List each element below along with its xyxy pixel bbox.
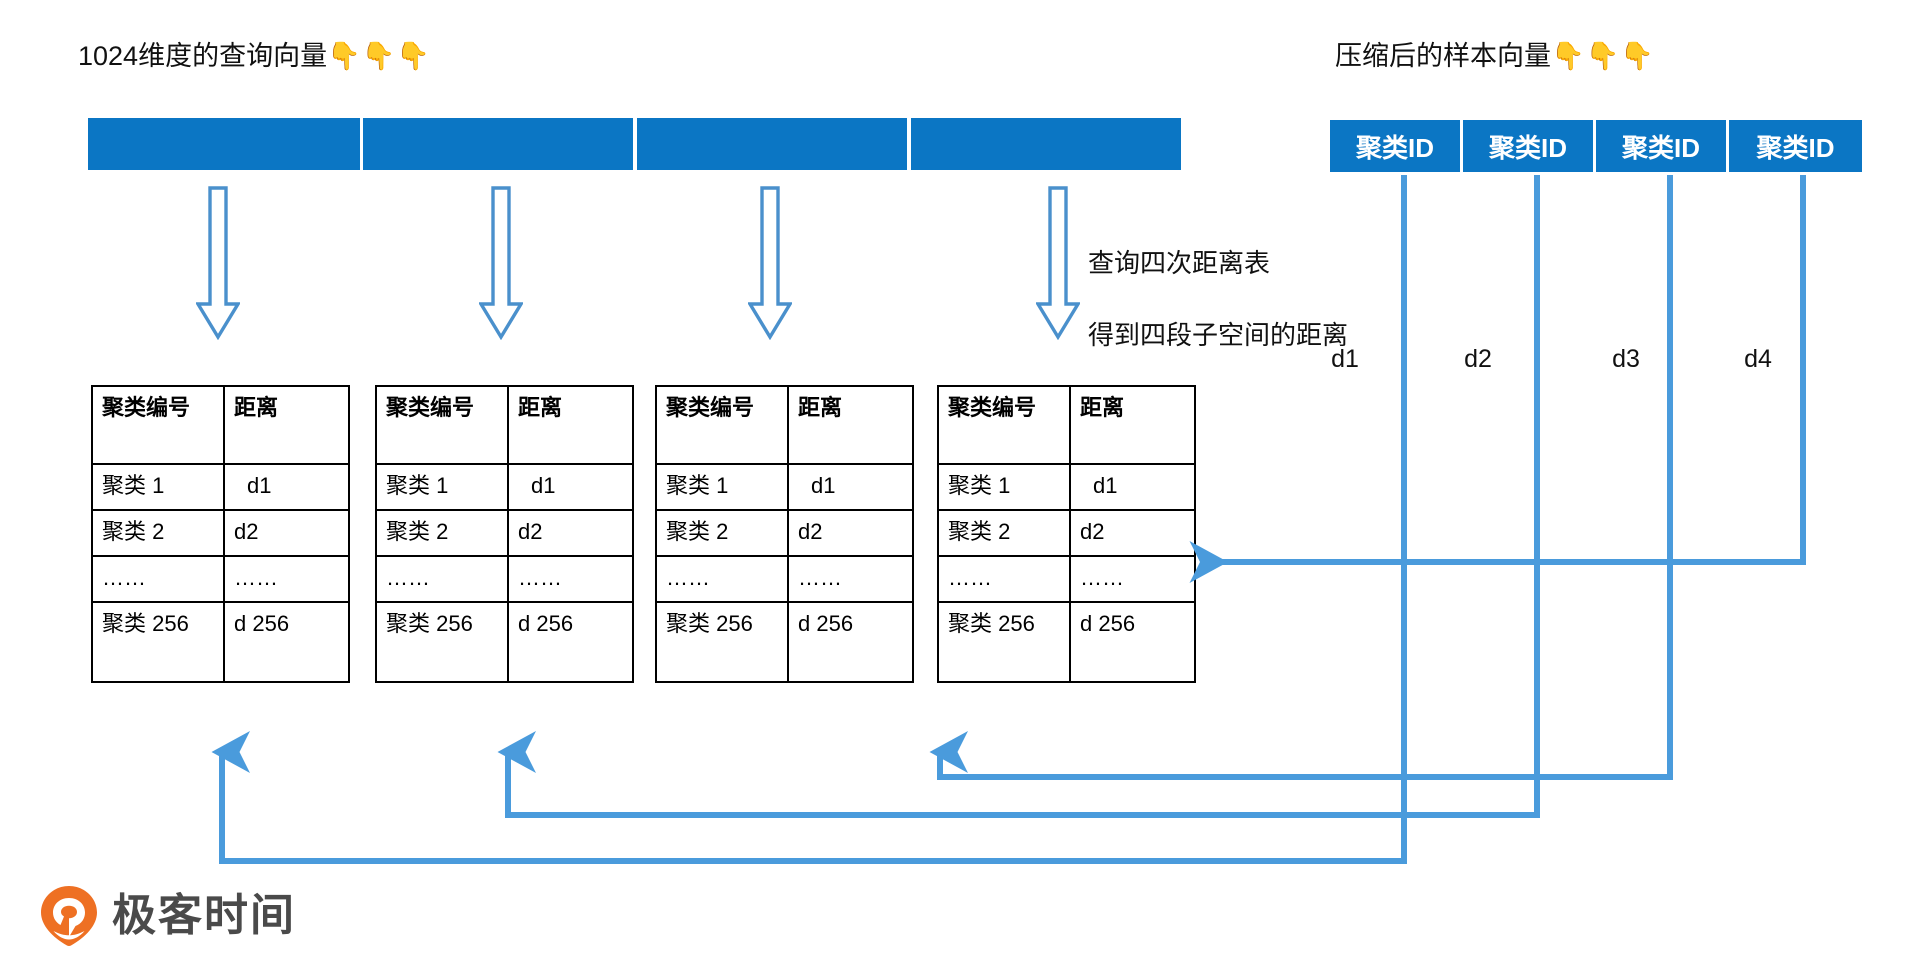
cell-distance: d1	[787, 463, 914, 511]
cell-cluster: 聚类 2	[91, 509, 225, 557]
query-note-line-1: 查询四次距离表	[1088, 247, 1271, 278]
query-vector-segment-4	[911, 118, 1181, 170]
pointing-down-icon: 👇👇👇	[327, 41, 431, 71]
table-row: 聚类 256 d 256	[937, 601, 1196, 683]
table-row: …… ……	[375, 555, 634, 603]
header-distance: 距离	[787, 385, 914, 465]
cell-cluster: 聚类 256	[937, 601, 1071, 683]
cell-distance: d 256	[1069, 601, 1196, 683]
down-block-arrow-3	[748, 186, 792, 340]
cell-cluster: 聚类 256	[375, 601, 509, 683]
cell-distance: d2	[223, 509, 350, 557]
header-distance: 距离	[507, 385, 634, 465]
header-distance: 距离	[1069, 385, 1196, 465]
table-row: 聚类 2 d2	[375, 509, 634, 557]
cell-cluster: 聚类 1	[655, 463, 789, 511]
table-row: 聚类 256 d 256	[655, 601, 914, 683]
query-vector-segment-1	[88, 118, 360, 170]
cluster-id-box-2: 聚类ID	[1463, 120, 1596, 172]
table-header-row: 聚类编号 距离	[375, 385, 634, 465]
down-block-arrow-1	[196, 186, 240, 340]
cell-cluster: 聚类 1	[937, 463, 1071, 511]
distance-table-3: 聚类编号 距离 聚类 1 d1 聚类 2 d2 …… …… 聚类 256 d 2…	[655, 385, 914, 683]
cell-distance: d1	[1069, 463, 1196, 511]
table-header-row: 聚类编号 距离	[91, 385, 350, 465]
table-row: 聚类 1 d1	[375, 463, 634, 511]
table-row: …… ……	[655, 555, 914, 603]
distance-label-d2: d2	[1464, 345, 1492, 373]
cell-distance: d 256	[787, 601, 914, 683]
header-cluster-no: 聚类编号	[937, 385, 1071, 465]
cell-cluster: ……	[375, 555, 509, 603]
distance-table-1: 聚类编号 距离 聚类 1 d1 聚类 2 d2 …… …… 聚类 256 d 2…	[91, 385, 350, 683]
query-note-line-2: 得到四段子空间的距离	[1088, 319, 1349, 350]
cell-distance: ……	[787, 555, 914, 603]
query-vector-segment-3	[637, 118, 907, 170]
cell-cluster: 聚类 2	[655, 509, 789, 557]
header-cluster-no: 聚类编号	[655, 385, 789, 465]
geektime-logo-icon	[41, 886, 97, 947]
table-row: 聚类 2 d2	[655, 509, 914, 557]
down-block-arrow-4	[1036, 186, 1080, 340]
query-note: 查询四次距离表 得到四段子空间的距离	[1088, 210, 1348, 389]
cell-distance: ……	[1069, 555, 1196, 603]
table-row: 聚类 1 d1	[655, 463, 914, 511]
cell-distance: ……	[223, 555, 350, 603]
header-cluster-no: 聚类编号	[375, 385, 509, 465]
cell-distance: d1	[223, 463, 350, 511]
table-row: …… ……	[91, 555, 350, 603]
cell-distance: d2	[507, 509, 634, 557]
down-block-arrow-2	[479, 186, 523, 340]
cluster-id-box-4: 聚类ID	[1729, 120, 1862, 172]
table-row: 聚类 2 d2	[937, 509, 1196, 557]
table-row: 聚类 2 d2	[91, 509, 350, 557]
cell-cluster: 聚类 256	[655, 601, 789, 683]
cell-cluster: ……	[937, 555, 1071, 603]
cell-distance: d2	[787, 509, 914, 557]
cell-cluster: ……	[655, 555, 789, 603]
distance-label-d1: d1	[1331, 345, 1359, 373]
distance-table-2: 聚类编号 距离 聚类 1 d1 聚类 2 d2 …… …… 聚类 256 d 2…	[375, 385, 634, 683]
cell-distance: d 256	[223, 601, 350, 683]
cell-distance: d1	[507, 463, 634, 511]
header-distance: 距离	[223, 385, 350, 465]
cell-cluster: 聚类 1	[91, 463, 225, 511]
cell-cluster: 聚类 1	[375, 463, 509, 511]
header-cluster-no: 聚类编号	[91, 385, 225, 465]
table-row: 聚类 256 d 256	[91, 601, 350, 683]
cell-cluster: ……	[91, 555, 225, 603]
query-vector-segment-2	[363, 118, 633, 170]
cell-distance: d2	[1069, 509, 1196, 557]
compressed-vector-caption-text: 压缩后的样本向量	[1335, 41, 1551, 71]
query-vector-caption: 1024维度的查询向量👇👇👇	[78, 40, 431, 72]
cell-cluster: 聚类 2	[375, 509, 509, 557]
cell-distance: ……	[507, 555, 634, 603]
distance-label-d3: d3	[1612, 345, 1640, 373]
table-header-row: 聚类编号 距离	[937, 385, 1196, 465]
distance-table-4: 聚类编号 距离 聚类 1 d1 聚类 2 d2 …… …… 聚类 256 d 2…	[937, 385, 1196, 683]
cluster-id-box-1: 聚类ID	[1330, 120, 1463, 172]
table-row: 聚类 1 d1	[937, 463, 1196, 511]
brand-logo: 极客时间	[40, 885, 296, 947]
table-header-row: 聚类编号 距离	[655, 385, 914, 465]
cell-distance: d 256	[507, 601, 634, 683]
cluster-id-box-3: 聚类ID	[1596, 120, 1729, 172]
table-row: …… ……	[937, 555, 1196, 603]
table-row: 聚类 1 d1	[91, 463, 350, 511]
brand-name: 极客时间	[112, 891, 296, 940]
cell-cluster: 聚类 2	[937, 509, 1071, 557]
compressed-vector-caption: 压缩后的样本向量👇👇👇	[1335, 40, 1655, 72]
pointing-down-icon-2: 👇👇👇	[1551, 41, 1655, 71]
cell-cluster: 聚类 256	[91, 601, 225, 683]
distance-label-d4: d4	[1744, 345, 1772, 373]
table-row: 聚类 256 d 256	[375, 601, 634, 683]
query-vector-caption-text: 1024维度的查询向量	[78, 41, 328, 71]
